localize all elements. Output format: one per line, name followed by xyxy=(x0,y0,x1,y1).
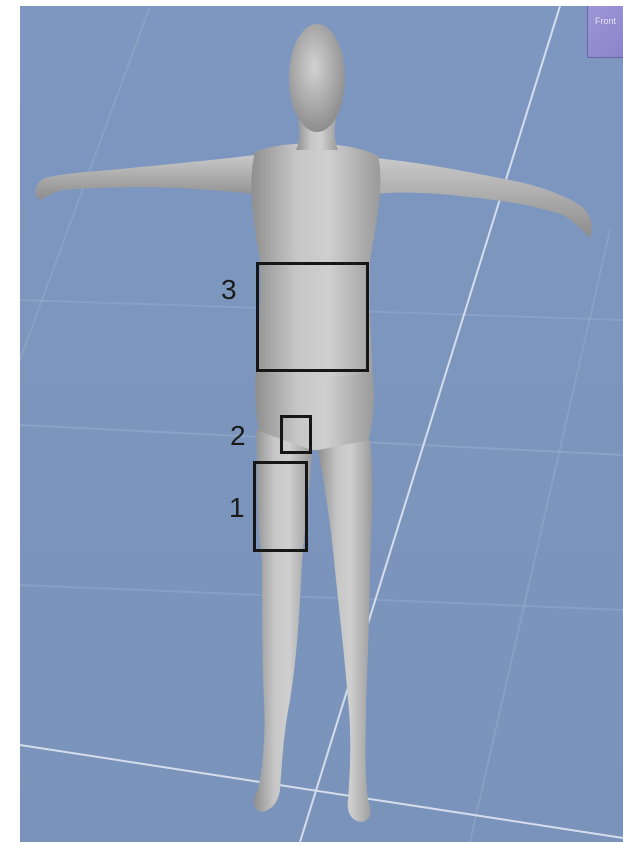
3d-viewport[interactable]: Front 3 2 1 xyxy=(20,6,623,842)
region-label-2: 2 xyxy=(230,422,246,450)
region-box-2[interactable] xyxy=(280,415,312,454)
region-label-1: 1 xyxy=(229,494,245,522)
view-cube-label: Front xyxy=(595,16,616,26)
region-box-1[interactable] xyxy=(253,461,308,552)
region-box-3[interactable] xyxy=(256,262,369,372)
region-label-3: 3 xyxy=(221,276,237,304)
human-figure-icon xyxy=(35,24,592,822)
view-cube-button[interactable]: Front xyxy=(587,6,623,58)
scene-canvas xyxy=(20,6,623,842)
